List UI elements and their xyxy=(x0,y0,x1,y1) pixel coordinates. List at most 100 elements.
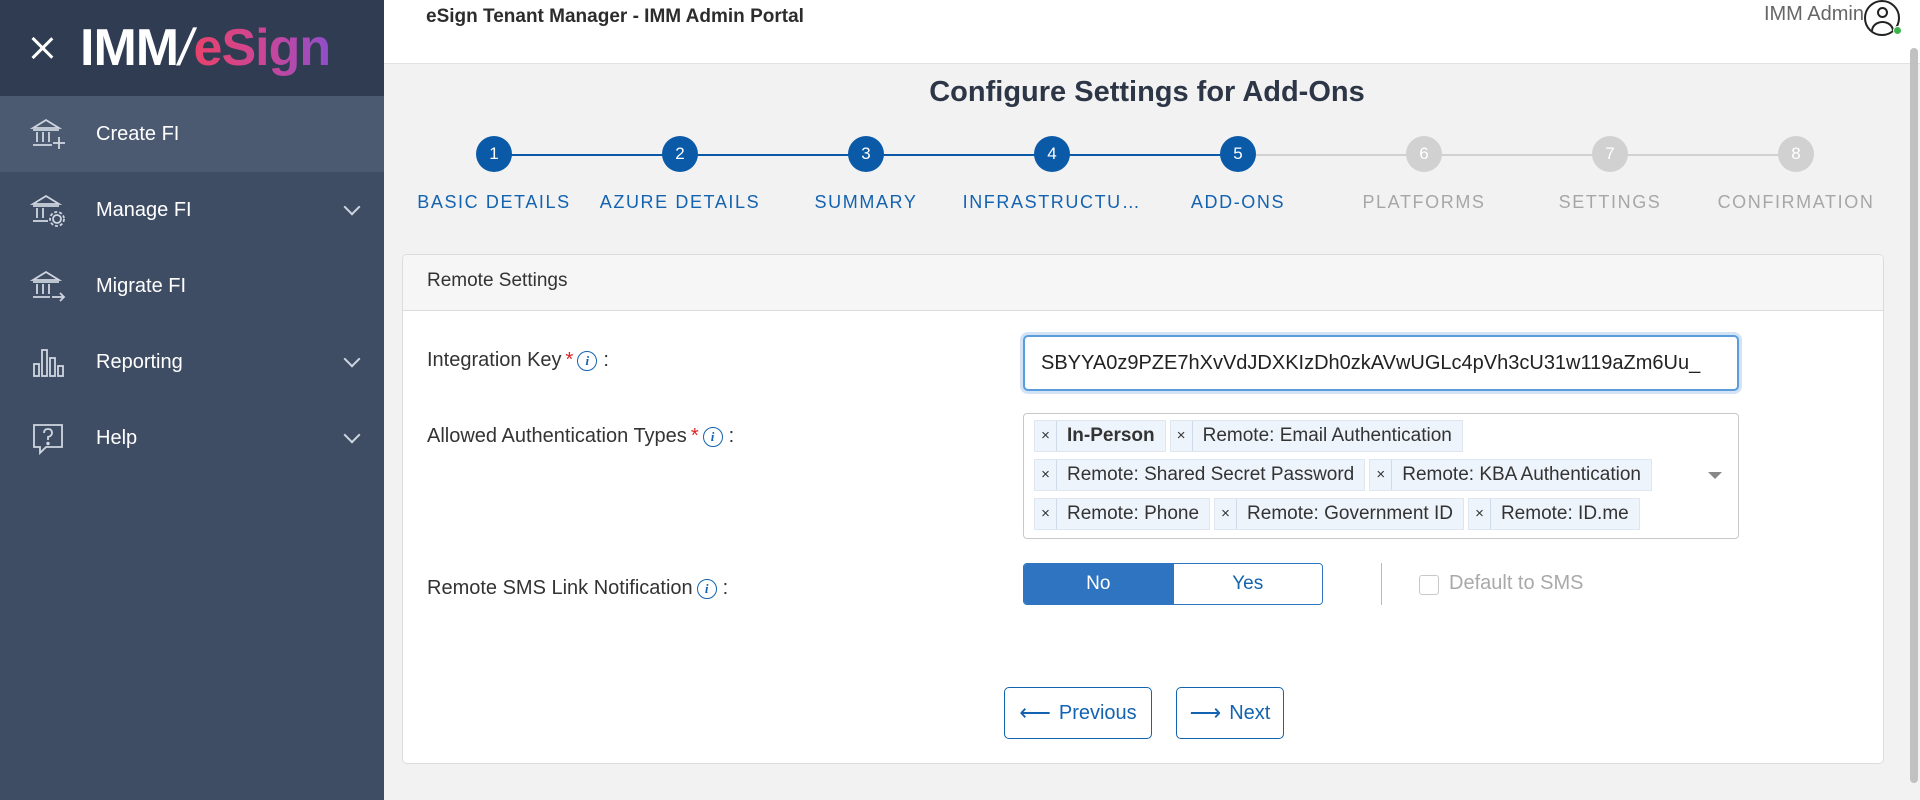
remote-settings-panel: Remote Settings Integration Key * i : Al… xyxy=(402,254,1884,764)
chevron-down-icon[interactable] xyxy=(343,350,361,368)
chevron-down-icon[interactable] xyxy=(343,198,361,216)
remove-tag-icon[interactable]: × xyxy=(1469,499,1491,529)
auth-type-tag: × Remote: Phone xyxy=(1034,498,1211,530)
step-number: 8 xyxy=(1778,136,1814,172)
sms-yes-option[interactable]: Yes xyxy=(1172,564,1322,604)
required-mark: * xyxy=(690,425,699,447)
step-number: 3 xyxy=(848,136,884,172)
auth-type-tag: × Remote: Email Authentication xyxy=(1169,420,1463,452)
step-label: INFRASTRUCTU… xyxy=(962,192,1142,212)
divider xyxy=(1381,563,1382,605)
auth-type-tag: × Remote: Government ID xyxy=(1214,498,1464,530)
panel-title: Remote Settings xyxy=(403,255,1883,311)
auth-type-tag-label: Remote: KBA Authentication xyxy=(1402,464,1641,485)
sidebar-item-reporting[interactable]: Reporting xyxy=(0,324,384,400)
step-number: 1 xyxy=(476,136,512,172)
step-label: SUMMARY xyxy=(814,192,918,212)
auth-type-tag-label: Remote: Shared Secret Password xyxy=(1067,464,1355,485)
integration-key-label-text: Integration Key xyxy=(427,349,562,371)
help-chat-icon xyxy=(30,420,66,456)
sidebar-item-label: Reporting xyxy=(96,350,183,373)
page-title: Configure Settings for Add-Ons xyxy=(929,76,1365,108)
default-to-sms-label: Default to SMS xyxy=(1449,572,1584,594)
step-label: BASIC DETAILS xyxy=(417,192,571,212)
sidebar-item-manage-fi[interactable]: Manage FI xyxy=(0,172,384,248)
auth-type-tag: ×Remote: ID.me xyxy=(1467,498,1640,530)
remove-tag-icon[interactable]: × xyxy=(1215,499,1238,529)
app-logo: IMM / eSign xyxy=(80,18,332,78)
sms-link-label-text: Remote SMS Link Notification xyxy=(427,577,693,599)
auth-types-multiselect[interactable]: ×In-Person×Remote: Email Authentication×… xyxy=(1023,413,1739,539)
remove-tag-icon[interactable]: × xyxy=(1035,499,1057,529)
user-name[interactable]: IMM Admin xyxy=(1763,3,1864,25)
next-button-label: Next xyxy=(1229,701,1271,724)
label-colon: : xyxy=(722,577,729,599)
sidebar-item-create-fi[interactable]: Create FI xyxy=(0,96,384,172)
step-number: 5 xyxy=(1220,136,1256,172)
top-bar: eSign Tenant Manager - IMM Admin Portal … xyxy=(384,0,1920,64)
auth-type-tag-label: Remote: Email Authentication xyxy=(1202,425,1452,446)
step-label: CONFIRMATION xyxy=(1717,192,1875,212)
auth-type-tag-label: Remote: Phone xyxy=(1067,503,1200,524)
sms-link-toggle[interactable]: No Yes xyxy=(1023,563,1323,605)
logo-esign-text: eSign xyxy=(193,19,332,77)
sidebar-item-label: Create FI xyxy=(96,122,180,145)
sidebar-item-help[interactable]: Help xyxy=(0,400,384,476)
step-label: AZURE DETAILS xyxy=(599,192,761,212)
auth-type-tag: × Remote: Shared Secret Password xyxy=(1034,459,1366,491)
auth-types-label-text: Allowed Authentication Types xyxy=(427,425,687,447)
logo-imm-text: IMM xyxy=(80,19,179,77)
auth-type-tag: × Remote: KBA Authentication xyxy=(1369,459,1652,491)
auth-type-tag-label: In-Person xyxy=(1067,425,1155,446)
bank-migrate-icon xyxy=(30,268,66,304)
step-number: 7 xyxy=(1592,136,1628,172)
next-button[interactable]: ⟶ Next xyxy=(1176,687,1284,739)
info-icon[interactable]: i xyxy=(577,350,598,371)
bank-add-icon xyxy=(30,116,66,152)
stepper-remaining-line xyxy=(1238,154,1796,156)
sms-link-label: Remote SMS Link Notification i : xyxy=(427,577,728,600)
step-label: SETTINGS xyxy=(1558,192,1662,212)
step-number: 4 xyxy=(1034,136,1070,172)
chevron-down-icon[interactable] xyxy=(343,426,361,444)
sidebar-item-label: Help xyxy=(96,426,138,449)
close-icon[interactable] xyxy=(28,34,56,62)
previous-button[interactable]: ⟵ Previous xyxy=(1004,687,1152,739)
sms-no-option[interactable]: No xyxy=(1024,564,1173,604)
label-colon: : xyxy=(603,349,609,371)
online-status-icon xyxy=(1893,26,1902,35)
bar-chart-icon xyxy=(30,344,66,380)
remove-tag-icon[interactable]: × xyxy=(1035,460,1057,490)
label-colon: : xyxy=(728,425,735,447)
info-icon[interactable]: i xyxy=(696,578,717,599)
auth-types-label: Allowed Authentication Types * i : xyxy=(427,425,734,448)
page-scrollbar[interactable] xyxy=(1910,48,1918,783)
sidebar-item-migrate-fi[interactable]: Migrate FI xyxy=(0,248,384,324)
sidebar-item-label: Migrate FI xyxy=(96,274,187,297)
dropdown-caret-icon[interactable] xyxy=(1708,472,1722,479)
info-icon[interactable]: i xyxy=(702,426,723,447)
auth-type-tag: × In-Person xyxy=(1034,420,1166,452)
sidebar-header: IMM / eSign xyxy=(0,0,384,96)
remove-tag-icon[interactable]: × xyxy=(1370,460,1393,490)
remove-tag-icon[interactable]: × xyxy=(1035,421,1057,451)
step-label: ADD-ONS xyxy=(1190,192,1286,212)
integration-key-label: Integration Key * i : xyxy=(427,349,609,372)
integration-key-input[interactable] xyxy=(1023,335,1739,391)
remove-tag-icon[interactable]: × xyxy=(1171,421,1193,451)
sidebar-item-label: Manage FI xyxy=(96,198,192,221)
sidebar: IMM / eSign Create FI Manage FI xyxy=(0,0,384,800)
auth-type-tag-label: Remote: Government ID xyxy=(1247,503,1453,524)
bank-settings-icon xyxy=(30,192,66,228)
previous-button-label: Previous xyxy=(1058,701,1137,724)
default-to-sms-checkbox[interactable] xyxy=(1419,575,1439,595)
